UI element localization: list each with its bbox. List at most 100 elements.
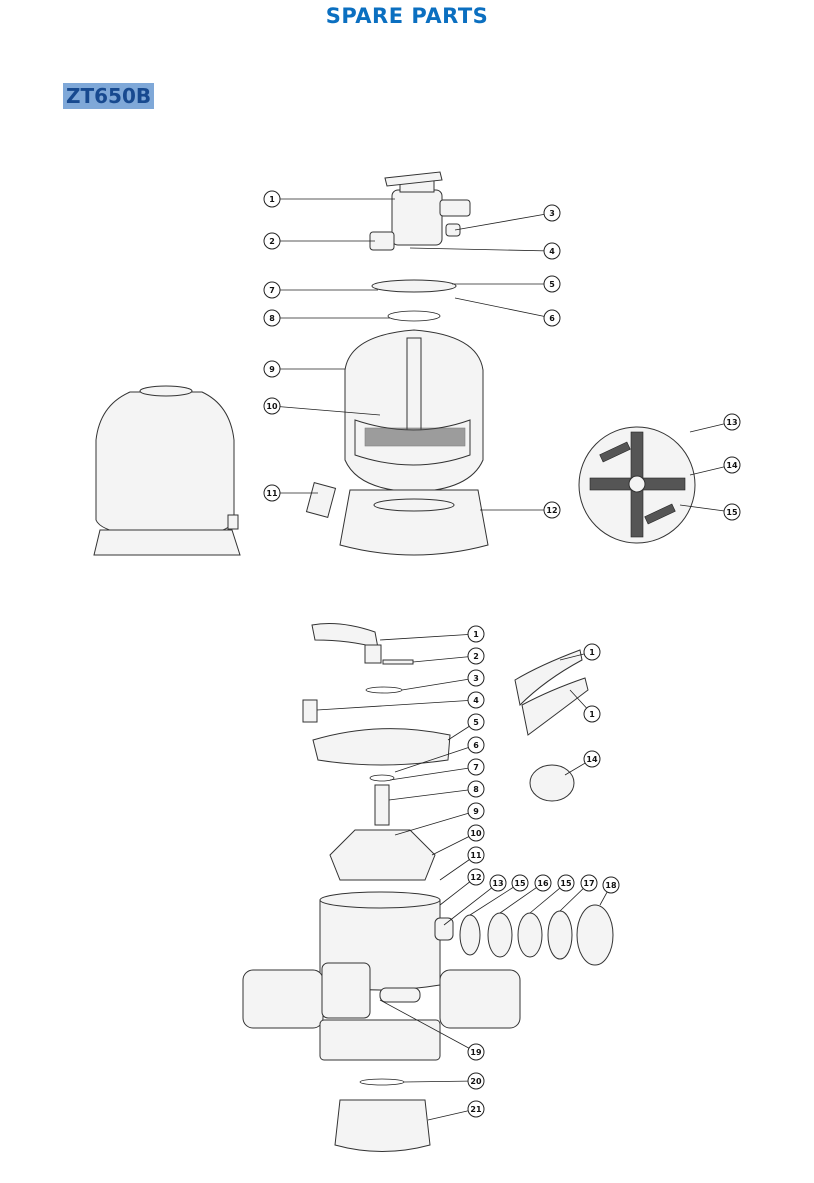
valve-cover: [312, 728, 451, 766]
leader-line: [499, 882, 544, 914]
callout-number: 1: [589, 710, 595, 719]
valve-exploded-diagram: [242, 623, 614, 1152]
callout-circle: [467, 868, 485, 886]
o-ring: [387, 310, 441, 322]
callout-10: 10: [467, 824, 485, 842]
union-right: [439, 969, 521, 1029]
leader-line: [379, 633, 477, 641]
callout-number: 5: [549, 280, 555, 289]
callout-circle: [467, 736, 485, 754]
callout-number: 17: [583, 879, 594, 888]
callout-circle: [583, 750, 601, 768]
callout-circle: [467, 802, 485, 820]
callout-circle: [543, 309, 561, 327]
callout-number: 1: [269, 195, 275, 204]
callout-circle: [263, 360, 281, 378]
rotor: [329, 829, 436, 881]
callout-number: 2: [473, 652, 479, 661]
callout-3: 3: [543, 204, 561, 222]
callout-number: 15: [726, 508, 738, 517]
leader-line: [316, 699, 477, 711]
leader-line: [388, 788, 477, 801]
alt-handle-2: [521, 677, 589, 736]
callout-12: 12: [543, 501, 561, 519]
callout-number: 6: [549, 314, 555, 323]
callout-3: 3: [467, 669, 485, 687]
callout-20: 20: [467, 1072, 485, 1090]
drain-part: [305, 482, 337, 518]
callout-circle: [263, 397, 281, 415]
leader-line: [679, 504, 733, 513]
callout-1: 1: [583, 643, 601, 661]
callout-9: 9: [263, 360, 281, 378]
callout-number: 20: [470, 1077, 482, 1086]
callout-19: 19: [467, 1043, 485, 1061]
callout-14: 14: [723, 456, 741, 474]
callout-number: 14: [586, 755, 598, 764]
alt-handle-1: [514, 649, 583, 707]
callout-1: 1: [263, 190, 281, 208]
leader-line: [394, 744, 477, 773]
callout-circle: [723, 413, 741, 431]
multiport-valve-small: [369, 171, 471, 251]
callout-number: 10: [266, 402, 278, 411]
callout-12: 12: [467, 868, 485, 886]
callout-number: 9: [269, 365, 275, 374]
callout-circle: [534, 874, 552, 892]
callout-number: 16: [537, 879, 549, 888]
callout-circle: [467, 691, 485, 709]
callout-number: 15: [514, 879, 526, 888]
page-title: SPARE PARTS: [325, 4, 489, 28]
callout-circle: [467, 713, 485, 731]
callout-number: 2: [269, 237, 275, 246]
callout-circle: [602, 876, 620, 894]
callout-circle: [467, 625, 485, 643]
callout-circle: [543, 501, 561, 519]
callout-number: 7: [473, 763, 479, 772]
leader-line: [443, 882, 499, 926]
callout-circle: [467, 647, 485, 665]
callout-circle: [263, 232, 281, 250]
callout-6: 6: [467, 736, 485, 754]
callout-8: 8: [263, 309, 281, 327]
callout-number: 19: [470, 1048, 482, 1057]
callout-number: 5: [473, 718, 479, 727]
callout-13: 13: [489, 874, 507, 892]
union-left: [242, 969, 324, 1029]
callout-circle: [543, 204, 561, 222]
callout-number: 13: [492, 879, 503, 888]
callout-7: 7: [263, 281, 281, 299]
callout-circle: [263, 281, 281, 299]
model-label: ZT650B: [63, 83, 155, 109]
callout-4: 4: [543, 242, 561, 260]
callout-number: 13: [726, 418, 737, 427]
callout-6: 6: [543, 309, 561, 327]
callout-circle: [467, 669, 485, 687]
callout-circle: [467, 1043, 485, 1061]
callout-circle: [467, 846, 485, 864]
callout-number: 11: [266, 489, 278, 498]
callout-number: 4: [473, 696, 479, 705]
callout-circle: [543, 242, 561, 260]
leader-line: [403, 1080, 477, 1083]
callout-number: 12: [546, 506, 557, 515]
callout-circle: [263, 484, 281, 502]
callout-11: 11: [263, 484, 281, 502]
cap: [529, 764, 575, 802]
clamp-ring: [371, 279, 457, 293]
callout-circle: [580, 874, 598, 892]
callout-number: 7: [269, 286, 275, 295]
callout-14: 14: [583, 750, 601, 768]
callout-18: 18: [602, 876, 620, 894]
callout-21: 21: [467, 1100, 485, 1118]
callout-circle: [467, 758, 485, 776]
callout-13: 13: [723, 413, 741, 431]
callout-circle: [467, 1072, 485, 1090]
leader-line: [379, 999, 477, 1053]
leader-line: [271, 405, 381, 416]
callout-2: 2: [263, 232, 281, 250]
callout-number: 11: [470, 851, 482, 860]
